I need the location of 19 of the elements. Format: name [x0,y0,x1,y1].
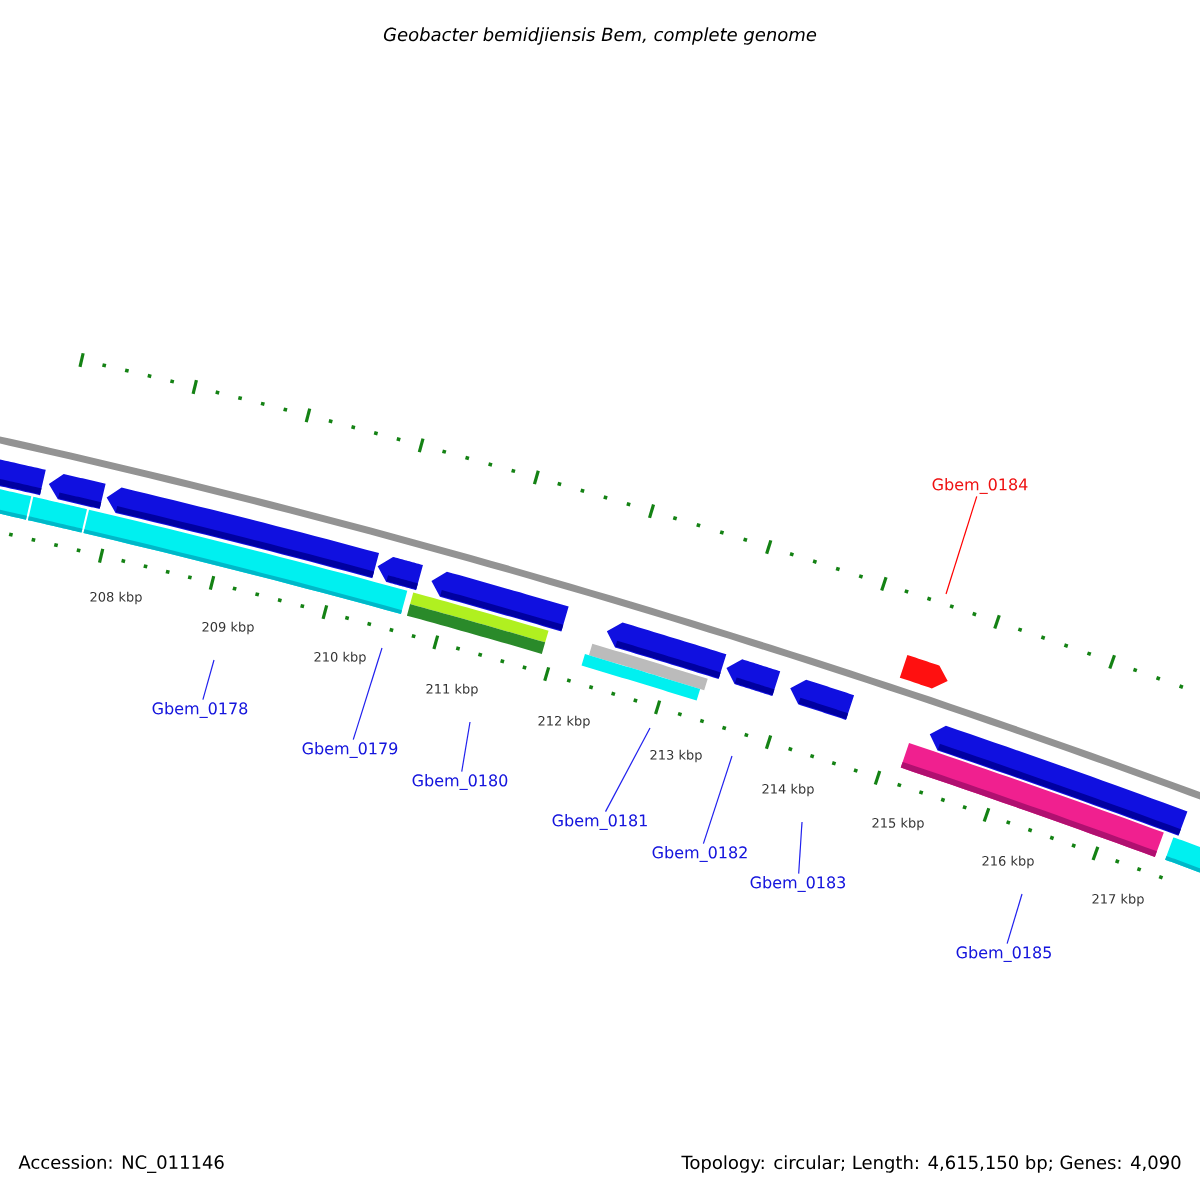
leader-line [945,495,978,595]
leader-line [352,647,383,741]
leader-line [702,755,733,845]
leader-line [1006,893,1023,945]
gene-label: Gbem_0184 [932,478,1028,494]
gene-label: Gbem_0179 [302,742,398,758]
leader-line [604,727,651,813]
gene-label: Gbem_0181 [552,814,647,830]
gene-label: Gbem_0178 [152,702,248,718]
leader-line [798,821,803,875]
gene-label: Gbem_0183 [750,876,846,892]
title: Geobacter bemidjiensis Bem, complete genome [383,27,817,45]
leader-line [202,659,215,701]
gene-label: Gbem_0185 [956,946,1051,962]
gene-label: Gbem_0180 [412,774,508,790]
footer-text: Accession: NC_011146 [18,1155,224,1173]
leader-line [461,721,471,773]
gene-label: Gbem_0182 [652,846,747,862]
footer-text: Topology: circular; Length: 4,615,150 bp; Genes: 4,090 [681,1155,1181,1173]
